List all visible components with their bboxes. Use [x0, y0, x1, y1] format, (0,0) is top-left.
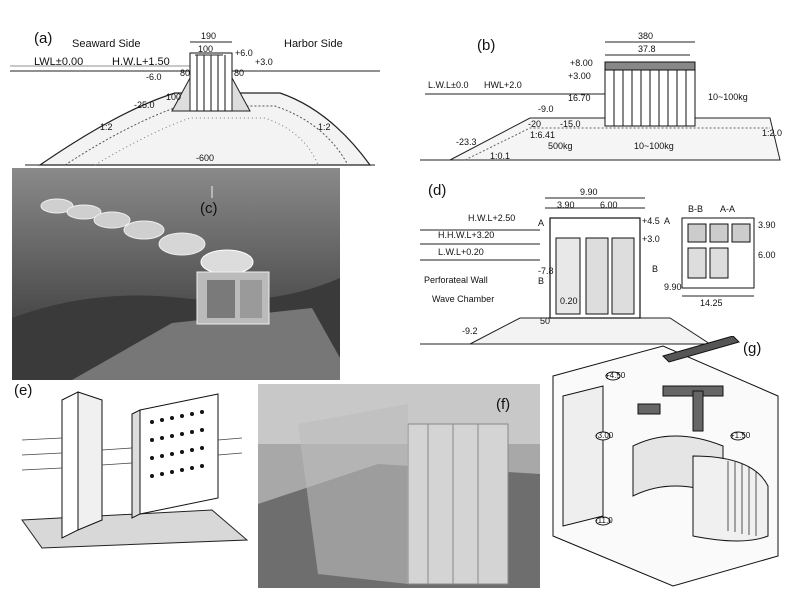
dim-380: 380	[638, 31, 654, 41]
lwl-label: LWL±0.00	[34, 56, 84, 68]
elev-bottom: -600	[196, 153, 215, 163]
section-mark-a2: A	[664, 216, 671, 226]
section-mark-b1: B	[538, 276, 545, 286]
panel-g: (g) +4.50 -3.00 +1.50 -11.0	[543, 336, 788, 588]
section-mark-a1: A	[538, 218, 545, 228]
slope-right: 1:2	[318, 122, 331, 132]
panel-d: (d) 9.90 3.90 6.00 B-B A-A H.W.L+2.50 H.…	[410, 178, 800, 348]
panel-g-label: (g)	[743, 340, 762, 357]
dim-100-low: 100	[166, 92, 182, 102]
hwl-label: H.W.L+2.50	[468, 213, 516, 223]
elev-plus-45: +4.5	[642, 216, 660, 226]
panel-f: (f)	[258, 384, 540, 588]
dim-1670: 16.70	[568, 93, 591, 103]
weight-500: 500kg	[548, 141, 573, 151]
elev-plus-6: +6.0	[235, 48, 253, 58]
dim-600: 6.00	[600, 200, 618, 210]
elev-minus-20: -20	[528, 119, 542, 129]
panel-f-label: (f)	[496, 396, 511, 413]
elev-minus-15: -15.0	[560, 119, 581, 129]
section-bb: B-B	[688, 204, 704, 214]
panel-a: (a) Seaward Side Harbor Side LWL±0.00 H.…	[0, 0, 390, 175]
panel-f-drawing	[258, 384, 540, 588]
lwl-label: L.W.L±0.0	[428, 80, 469, 90]
lwl-label: L.W.L+0.20	[438, 247, 484, 257]
height-390: 3.90	[758, 220, 776, 230]
elev-callout-1: +4.50	[605, 371, 626, 380]
panel-c-label: (c)	[200, 200, 218, 217]
hwl-label: HWL+2.0	[484, 80, 522, 90]
elev-minus-6: -6.0	[146, 72, 162, 82]
slope-101: 1:0.1	[490, 151, 511, 161]
hhwl-label: H.H.W.L+3.20	[438, 230, 495, 240]
dim-390: 3.90	[557, 200, 575, 210]
dim-378: 37.8	[638, 44, 656, 54]
elev-minus-233: -23.3	[456, 137, 477, 147]
elev-callout-3: +1.50	[730, 431, 751, 440]
panel-b: (b) 380 37.8 +8.00 +3.00 L.W.L±0.0 HWL+2…	[410, 0, 800, 175]
panel-d-drawing	[420, 197, 755, 345]
panel-e: (e)	[12, 380, 252, 550]
panel-d-label: (d)	[428, 182, 447, 199]
panel-c-drawing	[12, 168, 340, 380]
elev-plus-30: +3.0	[642, 234, 660, 244]
perforated-wall-label: Perforateal Wall	[424, 275, 488, 285]
section-mark-b2: B	[652, 264, 659, 274]
height-990: 9.90	[664, 282, 682, 292]
panel-b-drawing	[420, 41, 781, 161]
elev-callout-2: -3.00	[595, 431, 614, 440]
dim-80-right: 80	[234, 68, 245, 78]
elev-callout-4: -11.0	[595, 516, 613, 525]
elev-minus-92: -9.2	[462, 326, 478, 336]
dim-990: 9.90	[580, 187, 598, 197]
harbor-side-label: Harbor Side	[284, 38, 343, 50]
dim-190: 190	[201, 31, 217, 41]
panel-e-label: (e)	[14, 382, 33, 399]
panel-e-drawing	[21, 391, 249, 549]
elev-minus-25: -25.0	[134, 100, 155, 110]
elev-plus-3: +3.0	[255, 57, 273, 67]
width-1425: 14.25	[700, 298, 723, 308]
panel-c: (c)	[12, 168, 340, 380]
dim-100: 100	[198, 44, 214, 54]
elev-plus-3: +3.00	[568, 71, 591, 81]
hwl-label: H.W.L+1.50	[112, 56, 170, 68]
panel-a-label: (a)	[34, 30, 53, 47]
kg-range-top: 10~100kg	[708, 92, 748, 102]
elev-minus-9: -9.0	[538, 104, 554, 114]
panel-b-label: (b)	[477, 37, 496, 54]
slope-641: 1:6.41	[530, 130, 556, 140]
panel-a-drawing	[10, 41, 380, 166]
dim-80-left: 80	[180, 68, 191, 78]
elev-plus-8: +8.00	[570, 58, 593, 68]
wave-chamber-label: Wave Chamber	[432, 294, 495, 304]
kg-range-bottom: 10~100kg	[634, 141, 674, 151]
slope-120: 1:2.0	[762, 128, 783, 138]
section-aa: A-A	[720, 204, 736, 214]
elev-minus-78: -7.8	[538, 266, 554, 276]
dim-020: 0.20	[560, 296, 578, 306]
slope-left: 1:2	[100, 122, 113, 132]
height-600: 6.00	[758, 250, 776, 260]
seaward-side-label: Seaward Side	[72, 38, 141, 50]
dim-50: 50	[540, 316, 551, 326]
panel-g-drawing	[552, 336, 779, 587]
